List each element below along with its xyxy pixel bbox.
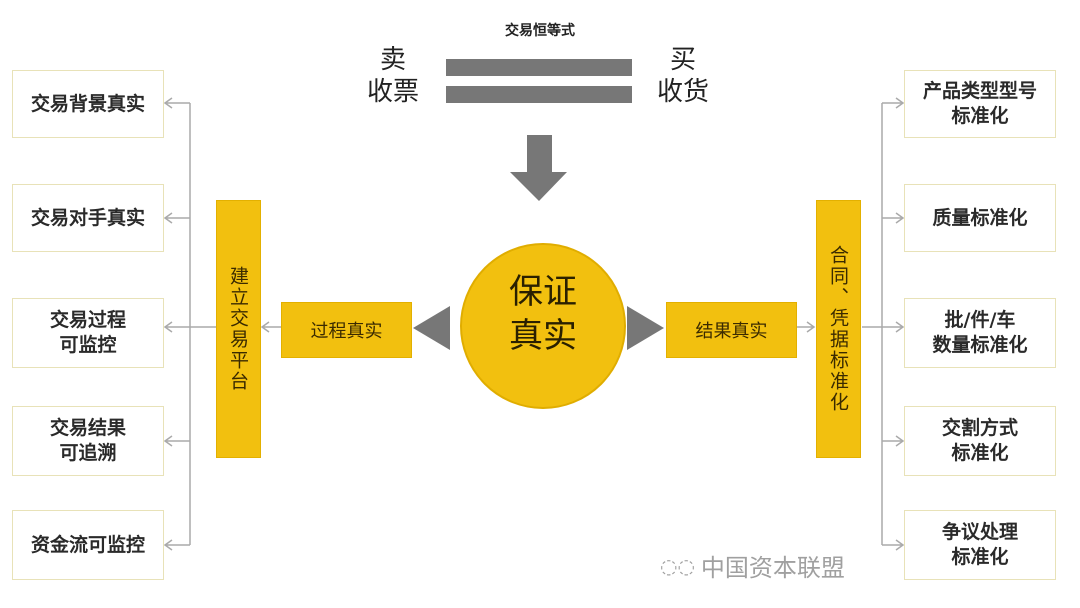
buyer-line1: 买 — [669, 45, 696, 75]
right-item: 产品类型型号 标准化 — [904, 70, 1056, 138]
right-item: 争议处理 标准化 — [904, 510, 1056, 580]
left-item: 资金流可监控 — [12, 510, 164, 580]
seller-label: 卖 收票 — [360, 44, 426, 108]
left-item: 交易过程 可监控 — [12, 298, 164, 368]
platform-bar: 建立交易平台 — [216, 200, 261, 458]
left-item: 交易结果 可追溯 — [12, 406, 164, 476]
seller-line2: 收票 — [366, 77, 419, 107]
equals-bar-bottom — [446, 86, 632, 103]
standardization-bar: 合同、凭据标准化 — [816, 200, 861, 458]
left-item: 交易对手真实 — [12, 184, 164, 252]
right-item: 交割方式 标准化 — [904, 406, 1056, 476]
right-triangle-icon — [627, 306, 664, 350]
buyer-line2: 收货 — [656, 77, 709, 107]
equals-bar-top — [446, 59, 632, 76]
down-arrow-icon — [510, 135, 567, 201]
center-circle — [460, 243, 626, 409]
equation-title: 交易恒等式 — [505, 23, 575, 39]
watermark: ◌◌ 中国资本联盟 — [660, 548, 845, 583]
buyer-label: 买 收货 — [650, 44, 716, 108]
wechat-icon: ◌◌ — [660, 553, 695, 578]
left-triangle-icon — [413, 306, 450, 350]
result-truth-box: 结果真实 — [666, 302, 797, 358]
left-item: 交易背景真实 — [12, 70, 164, 138]
seller-line1: 卖 — [379, 45, 406, 75]
right-item: 批/件/车 数量标准化 — [904, 298, 1056, 368]
process-truth-box: 过程真实 — [281, 302, 412, 358]
center-label: 保证 真实 — [509, 272, 577, 356]
right-item: 质量标准化 — [904, 184, 1056, 252]
watermark-text: 中国资本联盟 — [700, 554, 845, 582]
